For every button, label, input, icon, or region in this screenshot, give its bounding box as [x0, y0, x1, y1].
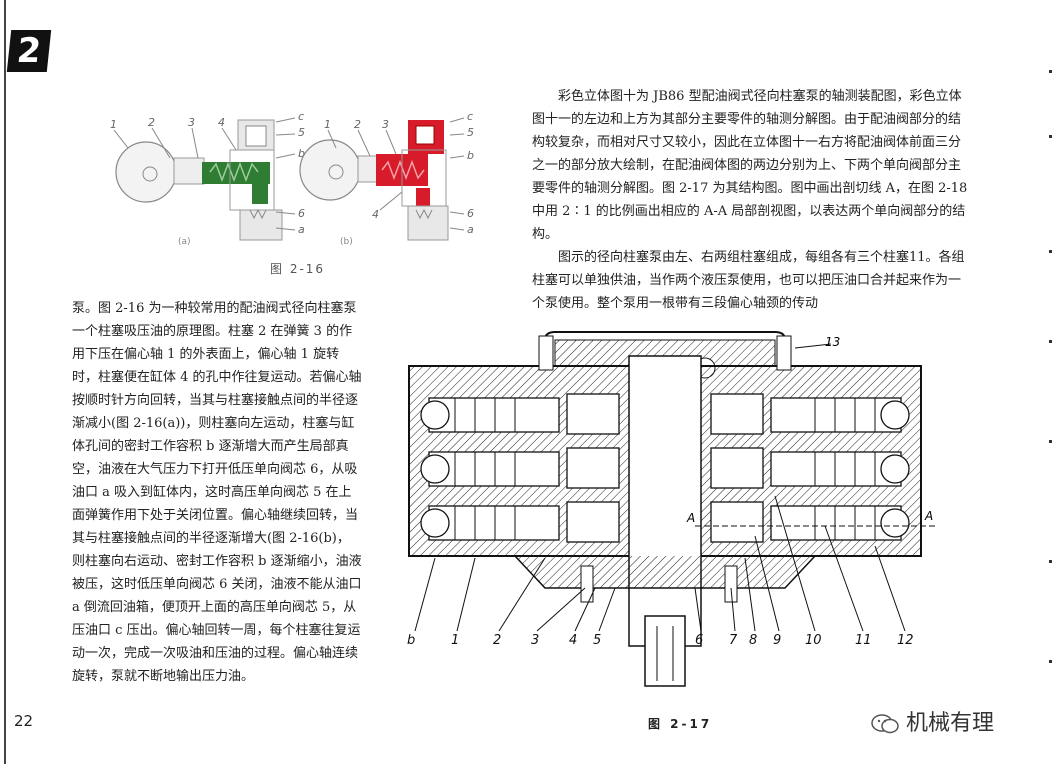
scan-edge-marks — [1047, 60, 1055, 740]
fig16b-label-c: c — [467, 110, 473, 123]
fig16b-label-5: 5 — [467, 126, 474, 139]
watermark: 机械有理 — [870, 705, 994, 737]
left-text-column: 泵。图 2-16 为一种较常用的配油阀式径向柱塞泵一个柱塞吸压油的原理图。柱塞 … — [72, 297, 362, 688]
fig16-sub-b: (b) — [340, 237, 353, 247]
fig17-label-b: b — [407, 633, 415, 648]
fig16a-label-c: c — [298, 110, 304, 123]
figure-2-17-diagram: A A 13 b 1 2 3 4 5 6 7 8 9 10 11 12 — [407, 331, 935, 687]
fig16a-label-5: 5 — [298, 126, 305, 139]
fig17-label-2: 2 — [493, 633, 501, 648]
paragraph: 彩色立体图十为 JB86 型配油阀式径向柱塞泵的轴测装配图，彩色立体图十一的左边… — [532, 89, 968, 242]
diagram-b: 1 2 3 c 5 b 4 6 a (b) — [299, 110, 474, 247]
fig16a-label-4: 4 — [218, 116, 225, 129]
fig17-label-9: 9 — [773, 633, 781, 648]
page-number: 22 — [14, 712, 34, 730]
diagram-a: 1 2 3 4 c 5 b 6 a (a) — [110, 110, 305, 247]
fig16a-label-1: 1 — [110, 118, 117, 131]
fig16-sub-a: (a) — [178, 237, 191, 247]
fig16b-label-4: 4 — [372, 208, 379, 221]
fig17-label-13: 13 — [825, 335, 840, 349]
fig16b-label-3: 3 — [382, 118, 389, 131]
right-text-column: 彩色立体图十为 JB86 型配油阀式径向柱塞泵的轴测装配图，彩色立体图十一的左边… — [532, 85, 972, 315]
paragraph: 泵。图 2-16 为一种较常用的配油阀式径向柱塞泵一个柱塞吸压油的原理图。柱塞 … — [72, 301, 362, 684]
fig16a-label-2: 2 — [148, 116, 155, 129]
fig16a-label-6: 6 — [298, 207, 305, 220]
fig16b-label-2: 2 — [354, 118, 361, 131]
fig16a-label-a: a — [298, 223, 305, 236]
fig17-label-12: 12 — [897, 633, 914, 648]
fig17-label-6: 6 — [695, 633, 703, 648]
fig17-label-7: 7 — [729, 633, 738, 648]
fig17-label-3: 3 — [531, 633, 539, 648]
figure-2-16-caption: 图 2-16 — [270, 262, 326, 276]
fig17-section-a-left: A — [686, 511, 695, 525]
fig16a-label-b: b — [298, 147, 305, 160]
fig16b-label-a: a — [467, 223, 474, 236]
fig17-label-10: 10 — [805, 633, 822, 648]
watermark-text: 机械有理 — [906, 711, 995, 736]
figure-2-16-diagram: 1 2 3 4 c 5 b 6 a (a) 1 2 3 c 5 — [110, 110, 474, 247]
page-binding-edge — [4, 0, 6, 764]
chapter-mark: 2 — [6, 30, 52, 72]
fig16b-label-6: 6 — [467, 207, 474, 220]
fig17-label-1: 1 — [451, 633, 459, 648]
fig17-label-4: 4 — [569, 633, 577, 648]
fig17-section-a-right: A — [924, 509, 933, 523]
figure-2-17-caption: 图 2-17 — [648, 717, 713, 731]
fig16b-label-1: 1 — [324, 118, 331, 131]
fig17-label-8: 8 — [749, 633, 757, 648]
fig16a-label-3: 3 — [188, 116, 195, 129]
fig17-label-11: 11 — [855, 633, 872, 648]
fig17-label-5: 5 — [593, 633, 601, 648]
paragraph: 图示的径向柱塞泵由左、右两组柱塞组成，每组各有三个柱塞11。各组柱塞可以单独供油… — [532, 250, 965, 311]
fig16b-label-b: b — [467, 149, 474, 162]
wechat-icon — [871, 714, 899, 734]
